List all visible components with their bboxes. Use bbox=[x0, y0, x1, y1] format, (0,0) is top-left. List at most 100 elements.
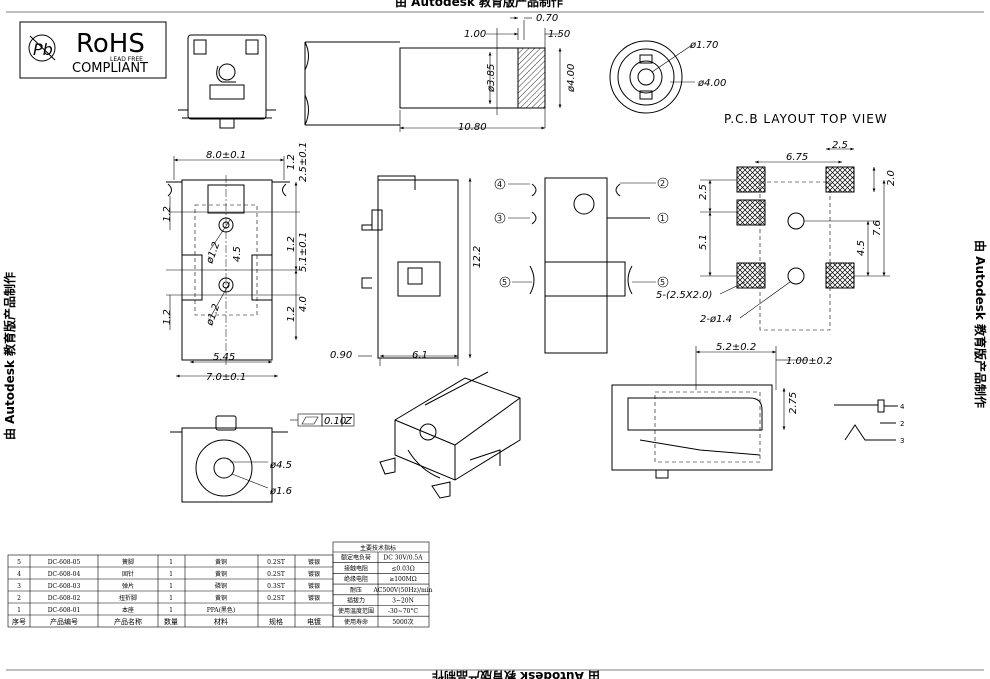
bom-cell: 黄铜 bbox=[215, 594, 227, 602]
bom-cell: 弹片 bbox=[122, 582, 134, 590]
schematic-symbol: 4 2 3 bbox=[834, 399, 905, 445]
dim-phi-1-70: ø1.70 bbox=[689, 40, 718, 51]
spec-name: 使用温度范围 bbox=[338, 607, 374, 615]
front-view-bottom: 0.10 Z ø4.5 ø1.6 bbox=[170, 413, 355, 503]
dim-1-2-mid: 1.2 bbox=[286, 236, 297, 252]
dim-phi-4-00: ø4.00 bbox=[697, 78, 726, 89]
dim-2-5: 2.5±0.1 bbox=[298, 142, 309, 182]
bom-cell: 簧脚 bbox=[122, 558, 134, 566]
side-view: 12.2 0.90 6.1 bbox=[330, 175, 483, 366]
watermark-right: 由 Autodesk 教育版产品制作 bbox=[973, 240, 988, 408]
pin-label-2: 2 bbox=[660, 179, 665, 188]
pcb-pad-note: 5-(2.5X2.0) bbox=[656, 290, 712, 301]
spec-value: ≤0.03Ω bbox=[391, 565, 414, 572]
pcb-dim-2-5-top: 2.5 bbox=[832, 140, 848, 151]
spec-value: 5000次 bbox=[392, 618, 413, 626]
bom-cell: 磷铜 bbox=[215, 582, 227, 590]
dim-phi-1-2-a: ø1.2 bbox=[204, 241, 222, 266]
spec-name: 接触电阻 bbox=[344, 564, 368, 572]
dim-1-2-bot-right: 1.2 bbox=[286, 306, 297, 322]
bom-header-cell: 数量 bbox=[164, 617, 178, 626]
bom-header-cell: 产品名称 bbox=[114, 617, 142, 626]
spec-value: 3~20N bbox=[392, 598, 414, 605]
bom-header-cell: 电镀 bbox=[307, 617, 321, 626]
plug-end-view: ø1.70 ø4.00 bbox=[609, 40, 726, 114]
pcb-layout-title: P.C.B LAYOUT TOP VIEW bbox=[724, 112, 888, 126]
pin-label-5-right: 5 bbox=[660, 278, 665, 287]
dim-dia-4-00-plug: ø4.00 bbox=[566, 64, 577, 93]
spec-value: ≥100MΩ bbox=[389, 576, 417, 583]
bom-cell: 0.2ST bbox=[267, 559, 285, 566]
bom-cell: PPA(黑色) bbox=[207, 606, 236, 614]
bom-cell: 本座 bbox=[122, 606, 134, 614]
bom-cell: 1 bbox=[169, 559, 173, 566]
dim-0-70: 0.70 bbox=[536, 13, 558, 24]
pcb-dim-2-0: 2.0 bbox=[886, 170, 897, 186]
dim-2-75: 2.75 bbox=[788, 392, 799, 414]
bom-cell: DC-608-04 bbox=[48, 571, 81, 578]
sym-pin-2: 2 bbox=[900, 420, 904, 428]
rohs-title: RoHS bbox=[76, 29, 145, 59]
pin-label-5-left: 5 bbox=[502, 278, 507, 287]
rohs-compliant: COMPLIANT bbox=[72, 61, 148, 76]
pcb-dim-2-5-left: 2.5 bbox=[698, 184, 709, 200]
dim-5-45: 5.45 bbox=[213, 352, 235, 363]
dim-7-0: 7.0±0.1 bbox=[206, 372, 246, 383]
spec-name: 绝缘电阻 bbox=[344, 575, 368, 583]
bom-cell: 5 bbox=[17, 559, 21, 566]
dim-1-00-b: 1.00±0.2 bbox=[786, 356, 833, 367]
spec-name: 额定电负荷 bbox=[341, 554, 371, 562]
isometric-view bbox=[379, 371, 521, 499]
flatness-tolerance: 0.10 bbox=[324, 416, 346, 427]
watermark-top: 由 Autodesk 教育版产品制作 bbox=[395, 0, 563, 9]
watermark-left: 由 Autodesk 教育版产品制作 bbox=[2, 272, 17, 440]
dim-1-50: 1.50 bbox=[548, 29, 570, 40]
bom-cell: 黄铜 bbox=[215, 570, 227, 578]
front-view-small bbox=[178, 34, 276, 129]
specs-table: 主要技术指标 额定电负荷 DC 30V/0.5A 接触电阻 ≤0.03Ω 绝缘电阻 ≥10… bbox=[332, 541, 433, 628]
bom-cell: DC-608-03 bbox=[48, 583, 81, 590]
watermark-bottom: 由 Autodesk 教育版产品制作 bbox=[432, 669, 600, 679]
bom-cell: DC-608-05 bbox=[48, 559, 81, 566]
bom-cell: 0.2ST bbox=[267, 571, 285, 578]
pin-label-1: 1 bbox=[660, 214, 665, 223]
spec-name: 耐压 bbox=[350, 586, 362, 594]
dim-0-90: 0.90 bbox=[330, 350, 352, 361]
bom-cell: 镀银 bbox=[308, 594, 320, 602]
bom-cell: 镀银 bbox=[308, 570, 320, 578]
dim-phi-1-2-b: ø1.2 bbox=[204, 303, 222, 328]
top-view: 8.0±0.1 1.2 2.5±0.1 1.2 ø1.2 4.5 1.2 5.1… bbox=[162, 142, 309, 383]
pin-view: 4 3 2 1 5 5 bbox=[494, 177, 669, 354]
dim-6-1: 6.1 bbox=[412, 350, 428, 361]
bom-cell: 3 bbox=[17, 583, 21, 590]
svg-text:Pb: Pb bbox=[33, 40, 53, 59]
bom-header-cell: 产品编号 bbox=[50, 617, 78, 626]
bom-cell: 0.3ST bbox=[267, 583, 285, 590]
bom-cell: 固针 bbox=[122, 570, 134, 578]
dim-dia-3-85: ø3.85 bbox=[486, 64, 497, 93]
bom-cell: 4 bbox=[17, 571, 21, 578]
spec-value: AC500V(50Hz)/min bbox=[373, 587, 433, 594]
bom-cell: 黄铜 bbox=[215, 558, 227, 566]
pin-label-4: 4 bbox=[497, 180, 502, 189]
pcb-layout: 6.75 2.5 2.0 2.5 5.1 7.6 4.5 5-(2.5X2.0)… bbox=[656, 140, 897, 331]
dim-4-5-top: 4.5 bbox=[232, 246, 243, 262]
pcb-hole-note: 2-ø1.4 bbox=[700, 314, 732, 325]
dim-5-2: 5.2±0.2 bbox=[716, 342, 756, 353]
bom-header-cell: 序号 bbox=[12, 617, 26, 626]
pcb-dim-5-1: 5.1 bbox=[698, 234, 709, 250]
bom-cell: 1 bbox=[169, 583, 173, 590]
specs-title: 主要技术指标 bbox=[360, 544, 396, 552]
bom-header-cell: 规格 bbox=[269, 617, 283, 626]
bom-cell: 2 bbox=[17, 595, 21, 602]
dim-5-1: 5.1±0.1 bbox=[298, 232, 309, 272]
dim-12-2: 12.2 bbox=[472, 246, 483, 268]
bom-cell: DC-608-01 bbox=[48, 607, 81, 614]
pcb-dim-4-5: 4.5 bbox=[856, 240, 867, 256]
section-view: 5.2±0.2 1.00±0.2 2.75 bbox=[611, 342, 833, 479]
rohs-logo: Pb RoHS LEAD FREE COMPLIANT bbox=[19, 21, 167, 79]
plug-side-view: 0.70 1.00 1.50 ø3.85 ø4.00 10.80 bbox=[304, 13, 577, 133]
dim-1-2-top: 1.2 bbox=[286, 154, 297, 170]
spec-value: DC 30V/0.5A bbox=[383, 555, 423, 562]
